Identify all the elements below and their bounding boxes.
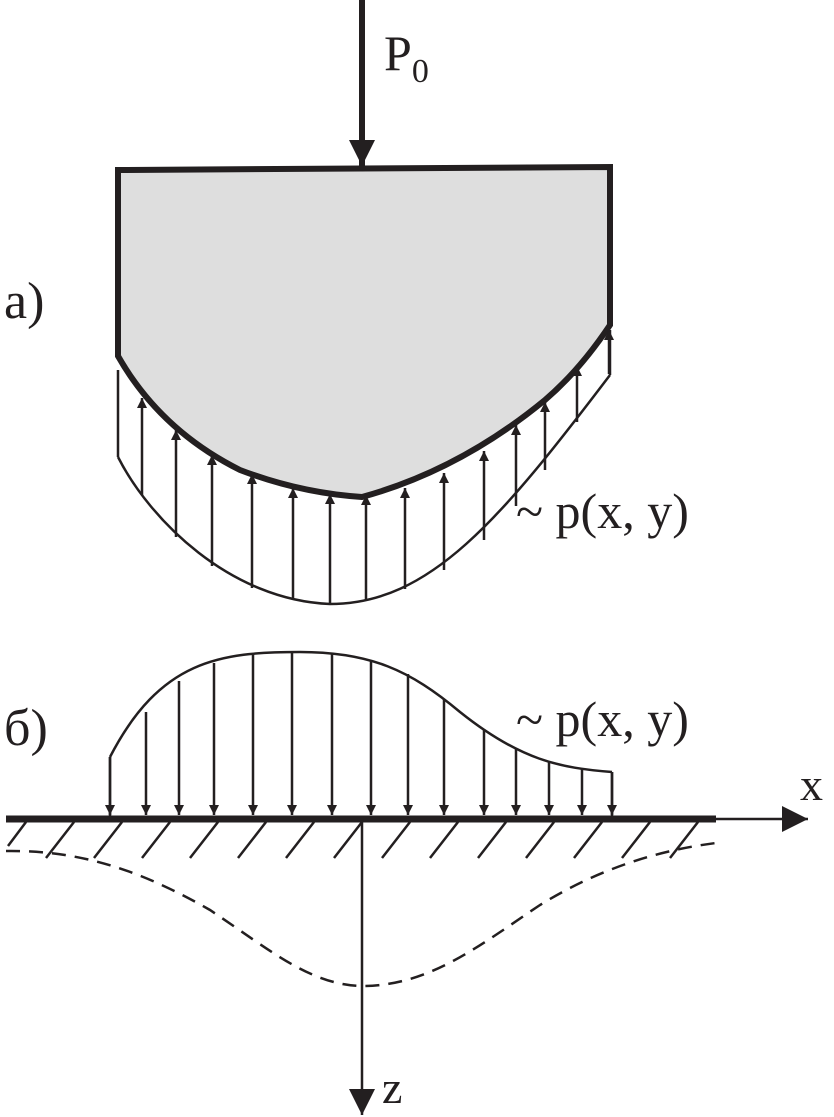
panel-a-label: а) xyxy=(4,273,44,330)
panel-b: б) ~ p(x, y) xyxy=(4,650,823,1115)
z-axis-label: z xyxy=(382,1062,402,1113)
pressure-arrows-b xyxy=(105,652,617,815)
force-label: P0 xyxy=(384,25,429,90)
deformation-curve xyxy=(5,841,717,988)
pressure-arrows-a xyxy=(137,330,614,604)
pressure-label-b: ~ p(x, y) xyxy=(516,691,689,747)
pressure-envelope-a xyxy=(116,374,611,606)
x-axis-label: x xyxy=(800,759,823,810)
panel-a: P0 а) ~ p(x, y) xyxy=(4,0,689,606)
panel-b-label: б) xyxy=(4,700,48,757)
pressure-envelope-b xyxy=(108,650,613,774)
surface-hatching xyxy=(7,821,699,859)
pressure-label-a: ~ p(x, y) xyxy=(516,483,689,539)
punch-body xyxy=(115,163,613,501)
